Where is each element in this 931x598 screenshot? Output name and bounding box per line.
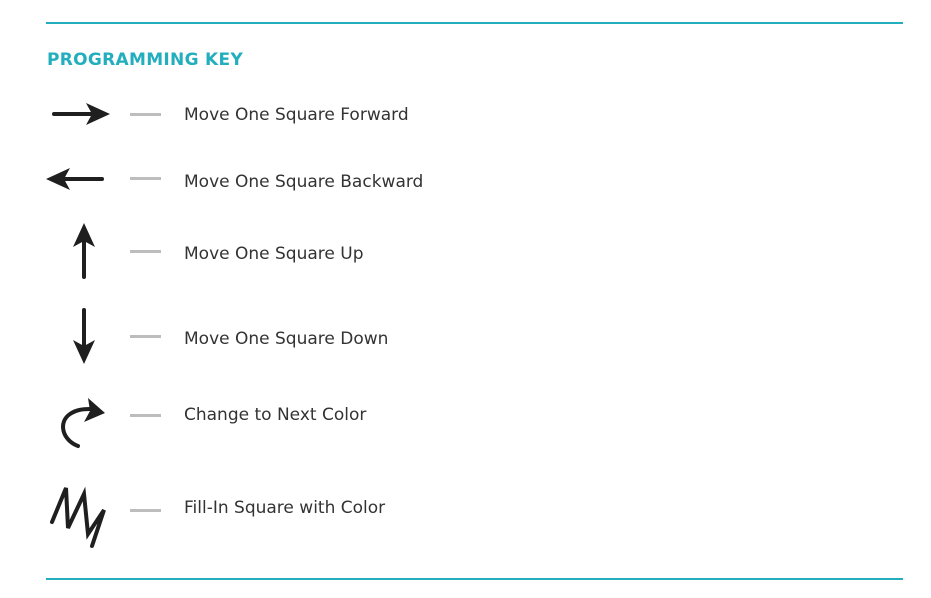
separator-dash [130, 250, 161, 253]
zigzag-icon [50, 486, 106, 548]
arrow-right-icon [52, 103, 110, 125]
key-item-label: Move One Square Down [184, 329, 389, 349]
key-item-label: Move One Square Forward [184, 105, 409, 125]
key-item-label: Move One Square Backward [184, 172, 424, 192]
separator-dash [130, 414, 161, 417]
key-item-label: Change to Next Color [184, 405, 367, 425]
key-item-label: Fill-In Square with Color [184, 498, 386, 518]
top-divider [46, 22, 903, 24]
separator-dash [130, 335, 161, 338]
separator-dash [130, 509, 161, 512]
key-item-label: Move One Square Up [184, 244, 364, 264]
bottom-divider [46, 578, 903, 580]
arrow-down-icon [73, 308, 95, 364]
separator-dash [130, 177, 161, 180]
arrow-up-icon [73, 223, 95, 279]
separator-dash [130, 113, 161, 116]
curved-arrow-icon [61, 398, 105, 448]
arrow-left-icon [46, 168, 104, 190]
section-heading: PROGRAMMING KEY [47, 50, 244, 70]
